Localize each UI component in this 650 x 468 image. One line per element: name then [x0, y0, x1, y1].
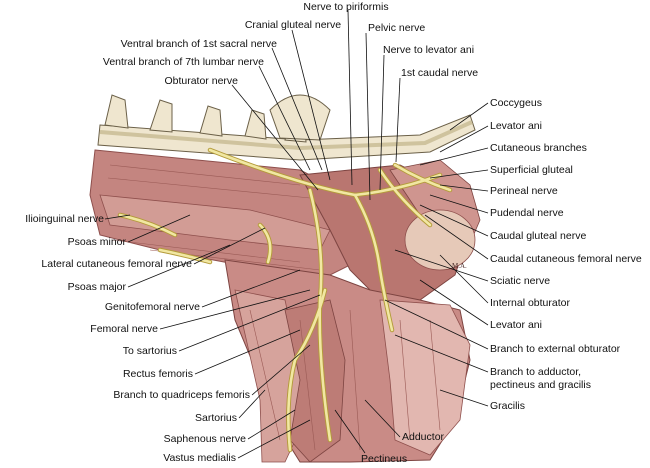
label-pelvic-nerve: Pelvic nerve: [368, 22, 425, 34]
leader-gracilis: [439, 389, 489, 407]
leader-levator-ani-2: [419, 279, 489, 326]
labels-top: Nerve to piriformis Cranial gluteal nerv…: [103, 1, 478, 87]
labels-left: Ilioinguinal nerve Psoas minor Lateral c…: [25, 213, 250, 464]
leader-vastus-medialis: [237, 419, 311, 459]
label-nerve-to-levator-ani: Nerve to levator ani: [383, 44, 474, 56]
leader-coccygeus: [449, 102, 489, 131]
label-sartorius: Sartorius: [195, 412, 237, 424]
leader-ventral-7th-lumbar: [258, 65, 311, 171]
label-sciatic-nerve: Sciatic nerve: [490, 275, 550, 287]
label-to-sartorius: To sartorius: [123, 345, 177, 357]
labels-right: Coccygeus Levator ani Cutaneous branches…: [361, 97, 642, 465]
leader-saphenous-nerve: [247, 409, 296, 440]
label-levator-ani-upper: Levator ani: [490, 120, 542, 132]
nerve-fills: [118, 148, 452, 452]
label-ventral-branch-7th-lumbar: Ventral branch of 7th lumbar nerve: [103, 56, 264, 68]
vastus-medialis-muscle: [284, 299, 346, 463]
label-internal-obturator: Internal obturator: [490, 297, 570, 309]
label-vastus-medialis: Vastus medialis: [163, 452, 236, 464]
muscle-layer: [89, 149, 481, 463]
label-superficial-gluteal: Superficial gluteal: [490, 164, 573, 176]
leader-to-sartorius: [178, 294, 321, 352]
leader-internal-obturator: [439, 254, 489, 304]
label-pectineus: Pectineus: [361, 453, 407, 465]
label-saphenous-nerve: Saphenous nerve: [164, 433, 246, 445]
label-coccygeus: Coccygeus: [490, 97, 542, 109]
leader-perineal-nerve: [439, 184, 489, 192]
leader-branch-external-obturator: [384, 299, 489, 350]
leader-caudal-gluteal-nerve: [419, 204, 489, 237]
leader-pudendal-nerve: [429, 194, 489, 214]
label-caudal-cutaneous-femoral-nerve: Caudal cutaneous femoral nerve: [490, 253, 642, 265]
label-cranial-gluteal-nerve: Cranial gluteal nerve: [245, 19, 341, 31]
label-branch-to-adductor-line2: pectineus and gracilis: [490, 379, 591, 391]
leader-cutaneous-branches: [419, 147, 489, 166]
leader-femoral-nerve: [159, 289, 311, 330]
leader-rectus-femoris: [194, 329, 301, 375]
label-cutaneous-branches: Cutaneous branches: [490, 142, 587, 154]
label-branch-to-quadriceps-femoris: Branch to quadriceps femoris: [113, 389, 250, 401]
label-caudal-gluteal-nerve: Caudal gluteal nerve: [490, 230, 586, 242]
label-ventral-branch-1st-sacral: Ventral branch of 1st sacral nerve: [121, 38, 278, 50]
leader-superficial-gluteal: [429, 169, 489, 179]
label-pudendal-nerve: Pudendal nerve: [490, 207, 564, 219]
leader-sartorius: [238, 389, 266, 419]
label-lateral-cutaneous-femoral-nerve: Lateral cutaneous femoral nerve: [41, 258, 192, 270]
leader-obturator-nerve: [231, 84, 319, 191]
label-obturator-nerve: Obturator nerve: [164, 75, 238, 87]
label-nerve-to-piriformis: Nerve to piriformis: [303, 1, 388, 13]
leader-pelvic-nerve: [365, 32, 371, 201]
leader-nerve-to-levator-ani: [379, 54, 385, 191]
label-ilioinguinal-nerve: Ilioinguinal nerve: [25, 213, 104, 225]
spinal-canal-band: [99, 120, 473, 151]
vertebral-column: [97, 94, 476, 161]
leader-pectineus: [334, 409, 366, 454]
label-branch-to-external-obturator: Branch to external obturator: [490, 343, 621, 355]
nerve-layer: [117, 147, 453, 453]
label-gracilis: Gracilis: [490, 400, 525, 412]
label-psoas-minor: Psoas minor: [68, 236, 127, 248]
vertebral-bodies: [97, 114, 476, 161]
label-branch-to-adductor-line1: Branch to adductor,: [490, 366, 581, 378]
label-perineal-nerve: Perineal nerve: [490, 185, 558, 197]
leader-branch-quadriceps: [251, 344, 311, 396]
gracilis-muscle: [379, 299, 471, 456]
label-psoas-major: Psoas major: [68, 281, 127, 293]
leader-psoas-major: [127, 244, 231, 288]
label-genitofemoral-nerve: Genitofemoral nerve: [105, 301, 200, 313]
label-levator-ani-lower: Levator ani: [490, 319, 542, 331]
artist-monogram-icon: M.A.: [452, 262, 467, 270]
leader-sciatic-nerve: [394, 249, 489, 282]
leader-levator-ani-1: [439, 125, 489, 153]
thigh-striations: [249, 309, 441, 451]
leader-psoas-minor: [127, 214, 191, 243]
leader-ilioinguinal-nerve: [104, 214, 131, 220]
leader-lateral-cutaneous-femoral: [193, 227, 266, 265]
sacral-wing: [269, 94, 331, 141]
label-adductor: Adductor: [402, 431, 445, 443]
leader-ventral-1st-sacral: [271, 47, 323, 171]
leader-nerve-to-piriformis: [347, 9, 353, 186]
label-rectus-femoris: Rectus femoris: [123, 368, 193, 380]
leader-cranial-gluteal-nerve: [291, 29, 331, 181]
leader-branch-adductor: [394, 334, 489, 373]
leader-1st-caudal-nerve: [395, 77, 401, 163]
leader-caudal-cutaneous-femoral: [424, 214, 489, 260]
internal-obturator-region: [404, 209, 476, 271]
leader-genitofemoral-nerve: [201, 269, 301, 308]
label-1st-caudal-nerve: 1st caudal nerve: [401, 67, 478, 79]
leader-adductor: [364, 399, 401, 438]
leader-lines: [104, 9, 489, 459]
label-femoral-nerve: Femoral nerve: [90, 323, 158, 335]
